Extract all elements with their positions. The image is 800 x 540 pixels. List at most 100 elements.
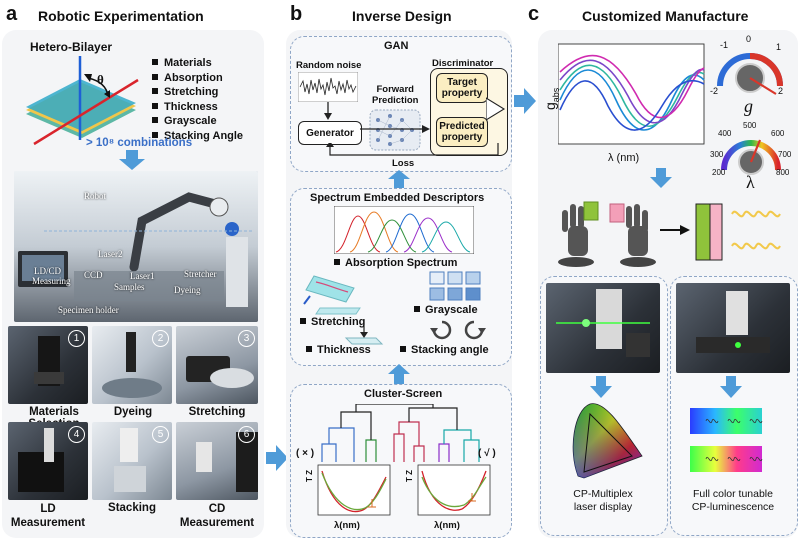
- label-dyeing: Dyeing: [174, 285, 201, 295]
- step-photo-dyeing: 2: [92, 326, 172, 404]
- step-photo-cd-measurement: 6: [176, 422, 258, 500]
- label-laser2: Laser2: [98, 249, 123, 259]
- arrow-down-icon: [119, 150, 145, 170]
- feature-item: Absorption: [152, 71, 243, 86]
- combinations-label: > 10⁸ combinations: [86, 137, 193, 149]
- step-caption: Dyeing: [113, 406, 153, 418]
- gabs-ylabel-main: g: [542, 102, 558, 110]
- label-laser1: Laser1: [130, 271, 155, 281]
- bilayer-illustration: [26, 56, 139, 146]
- stretching-item: Stretching: [300, 316, 365, 328]
- arrow-down-icon: [590, 376, 612, 398]
- g-tick: 1: [776, 42, 782, 52]
- cluster-plot-left: [317, 464, 391, 516]
- feature-list: Materials Absorption Stretching Thicknes…: [152, 56, 243, 143]
- lambda-tick: 500: [743, 121, 757, 130]
- label-stretcher: Stretcher: [184, 269, 217, 279]
- g-gauge: [717, 53, 783, 95]
- g-tick: -2: [710, 86, 719, 96]
- laser-setup-photo: [546, 283, 660, 373]
- step-photo-ld-measurement: 4: [8, 422, 88, 500]
- discriminator-label: Discriminator: [432, 58, 494, 69]
- luminescence-setup-photo: [676, 283, 790, 373]
- step-number: 3: [238, 330, 255, 347]
- lambda-tick: 400: [718, 129, 732, 138]
- thickness-item: Thickness: [306, 344, 371, 356]
- arrow-right-icon: [266, 445, 288, 471]
- lambda-symbol: λ: [746, 172, 755, 192]
- label-robot: Robot: [84, 191, 107, 201]
- step-caption: Stacking: [108, 502, 156, 514]
- g-tick: 2: [778, 86, 784, 96]
- label-ccd: CCD: [84, 270, 103, 280]
- gabs-ylabel: gabs: [542, 88, 561, 110]
- lambda-tick: 700: [778, 150, 792, 159]
- luminescence-caption: Full color tunable CP-luminescence: [691, 488, 775, 513]
- step-caption: Stretching: [188, 406, 246, 418]
- grayscale-grid: [429, 271, 481, 301]
- thickness-illustration: [344, 320, 384, 345]
- check-mark: ( √ ): [478, 448, 496, 459]
- label-specimen-holder: Specimen holder: [58, 305, 119, 315]
- label-samples: Samples: [114, 282, 145, 292]
- step-photo-stacking: 5: [92, 422, 172, 500]
- arrow-up-icon: [388, 170, 410, 188]
- gabs-chart: [558, 43, 705, 145]
- noise-signal: [298, 72, 358, 102]
- feature-item: Stretching: [152, 85, 243, 100]
- feature-item: Thickness: [152, 100, 243, 115]
- g-tick: -1: [720, 40, 729, 50]
- panel-c-title: Customized Manufacture: [582, 8, 749, 24]
- loss-feedback-line: [326, 143, 499, 156]
- step-caption: LD Measurement: [10, 503, 86, 529]
- label-measuring: Measuring: [32, 276, 71, 286]
- stretching-film-illustration: [303, 275, 361, 315]
- gan-title: GAN: [384, 40, 409, 52]
- step-number: 6: [238, 426, 255, 443]
- g-symbol: g: [744, 96, 753, 116]
- panel-a-title: Robotic Experimentation: [38, 8, 204, 24]
- panel-a-letter: a: [6, 3, 18, 25]
- comparator-icon: [486, 97, 506, 121]
- feature-item: Materials: [152, 56, 243, 71]
- cluster-ylabel-right: T Z: [405, 470, 414, 482]
- arrow-icon: [324, 102, 332, 120]
- g-tick: 0: [746, 34, 752, 44]
- step-number: 1: [68, 330, 85, 347]
- panel-b-title: Inverse Design: [352, 8, 452, 24]
- laser-caption: CP-Multiplex laser display: [573, 488, 633, 513]
- assembly-illustration: [558, 201, 781, 267]
- absorption-spectra-plot: [334, 206, 474, 254]
- predicted-property-box: Predicted property: [436, 117, 488, 147]
- cluster-ylabel-left: T Z: [305, 470, 314, 482]
- arrow-up-icon: [388, 364, 410, 384]
- lambda-tick: 300: [710, 150, 724, 159]
- grayscale-item: Grayscale: [414, 304, 478, 316]
- color-luminescence-grid: [690, 408, 763, 472]
- step-caption: CD Measurement: [179, 503, 255, 529]
- absorption-item: Absorption Spectrum: [334, 257, 457, 269]
- feature-item: Grayscale: [152, 114, 243, 129]
- dendrogram: [321, 404, 480, 462]
- cluster-xlabel-right: λ(nm): [434, 520, 460, 531]
- theta-label: θ: [97, 72, 104, 87]
- lambda-tick: 600: [771, 129, 785, 138]
- rotate-icons: [430, 320, 486, 340]
- cluster-title: Cluster-Screen: [364, 388, 443, 400]
- arrow-down-icon: [650, 168, 672, 188]
- panel-c-letter: c: [528, 3, 540, 25]
- arrow-right-icon: [514, 88, 536, 114]
- cross-mark: ( × ): [296, 448, 315, 459]
- step-number: 2: [152, 330, 169, 347]
- generator-box: Generator: [298, 121, 362, 145]
- bilayer-title: Hetero-Bilayer: [30, 40, 113, 54]
- cluster-plot-right: [417, 464, 491, 516]
- stacking-angle-item: Stacking angle: [400, 344, 489, 356]
- arrow-down-icon: [720, 376, 742, 398]
- lambda-tick: 200: [712, 168, 726, 177]
- step-number: 4: [68, 426, 85, 443]
- arrow-icon: [360, 125, 430, 133]
- label-ldcd: LD/CD: [34, 266, 61, 276]
- step-photo-materials: 1: [8, 326, 88, 404]
- step-number: 5: [152, 426, 169, 443]
